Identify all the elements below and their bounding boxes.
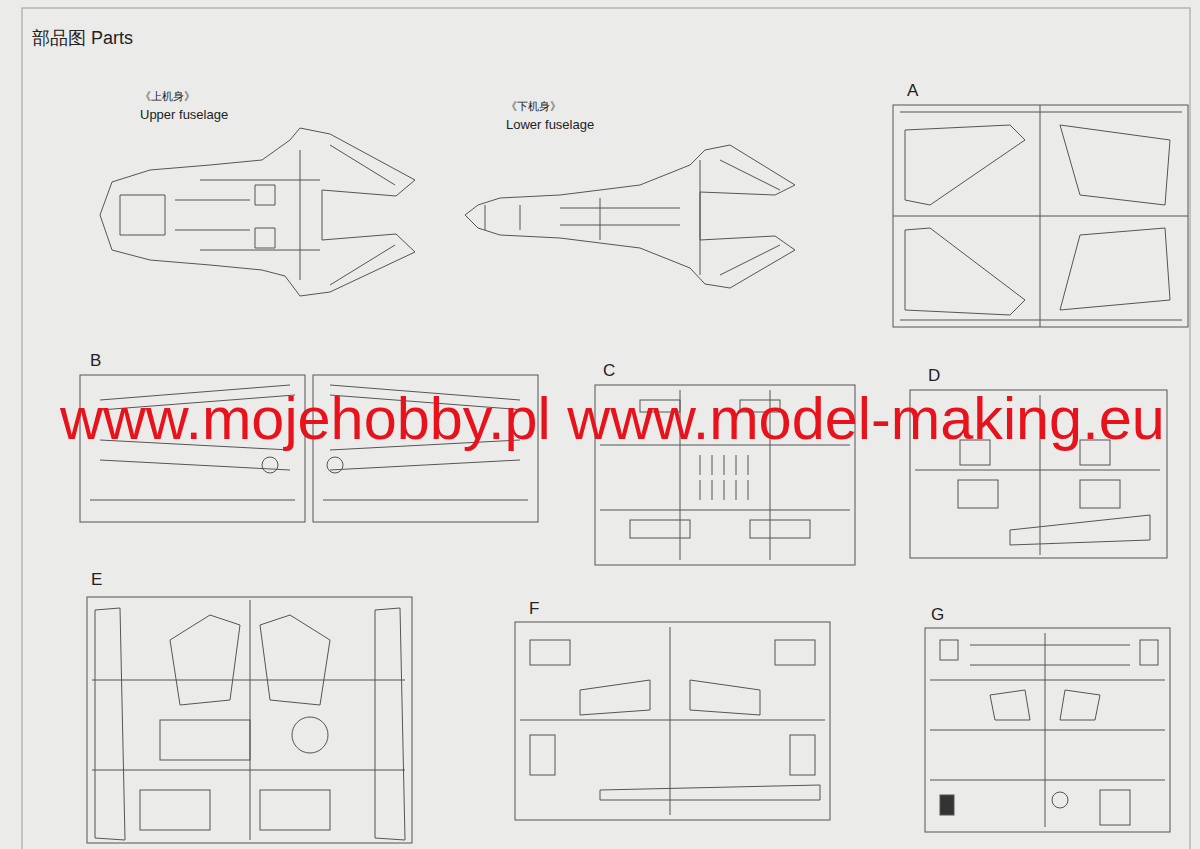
sprue-frame: E (87, 597, 412, 843)
sprue-letter: D (928, 366, 940, 386)
sprue-letter: E (91, 570, 102, 590)
sprue-frame: F (515, 622, 830, 820)
sprue-letter: B (90, 351, 101, 371)
part-label: Upper fuselage (140, 107, 228, 122)
sprue-letter: C (603, 361, 615, 381)
page-title: 部品图 Parts (32, 26, 133, 50)
part-label: Lower fuselage (506, 117, 594, 132)
sprue-letter: F (529, 599, 539, 619)
sprue-frame: G (925, 628, 1170, 832)
part-label: 《上机身》 (140, 89, 195, 104)
part-label: 《下机身》 (506, 99, 561, 114)
watermark: www.mojehobby.pl www.model-making.eu (60, 384, 1165, 453)
sprue-letter: A (907, 81, 918, 101)
sprue-letter: G (931, 605, 944, 625)
sprue-frame: A (893, 105, 1188, 327)
